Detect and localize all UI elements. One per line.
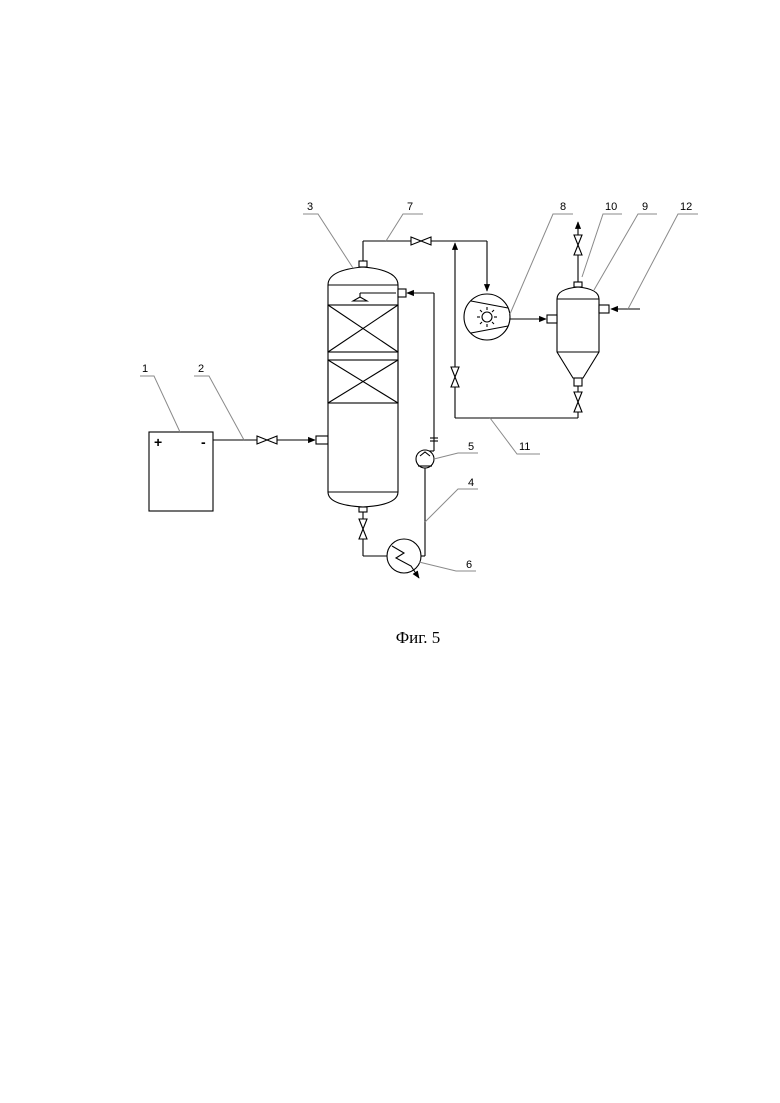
valve-separator-bottom [574,392,582,412]
ref-label-7: 7 [407,201,413,213]
ref-label-6: 6 [466,559,472,571]
separator-bottom-nozzle [574,378,582,386]
leader-lines [140,214,698,571]
ref-label-4: 4 [468,477,474,489]
valve-vent [574,235,582,255]
reference-numbers: 1 2 3 4 5 6 7 8 10 9 12 11 [142,201,692,571]
valve-overhead [411,237,431,245]
ref-label-5: 5 [468,441,474,453]
valve-return [451,367,459,387]
heat-exchanger [387,539,421,578]
ref-label-12: 12 [680,201,692,213]
ref-label-1: 1 [142,363,148,375]
plus-sign: + [154,434,162,450]
ref-label-11: 11 [519,441,530,453]
circulation-pump [416,450,434,468]
separator [547,282,609,386]
separator-top-nozzle [574,282,582,287]
ref-label-8: 8 [560,201,566,213]
ref-label-9: 9 [642,201,648,213]
valve-feed [257,436,277,444]
ref-label-2: 2 [198,363,204,375]
column-bottom-nozzle [359,507,367,512]
power-source: + - [149,432,213,511]
separator-inlet-nozzle [547,315,557,323]
valve-column-bottom [359,519,367,539]
figure-caption: Фиг. 5 [0,628,780,648]
minus-sign: - [201,434,206,450]
absorption-column [328,261,406,512]
ref-label-10: 10 [605,201,617,213]
column-top-nozzle [359,261,367,267]
separator-side-nozzle [599,305,609,313]
ref-label-3: 3 [307,201,313,213]
vent-line [574,222,582,282]
blower [464,294,546,340]
feed-line [213,436,328,444]
column-side-nozzle [316,436,328,444]
column-reflux-nozzle [398,289,406,297]
